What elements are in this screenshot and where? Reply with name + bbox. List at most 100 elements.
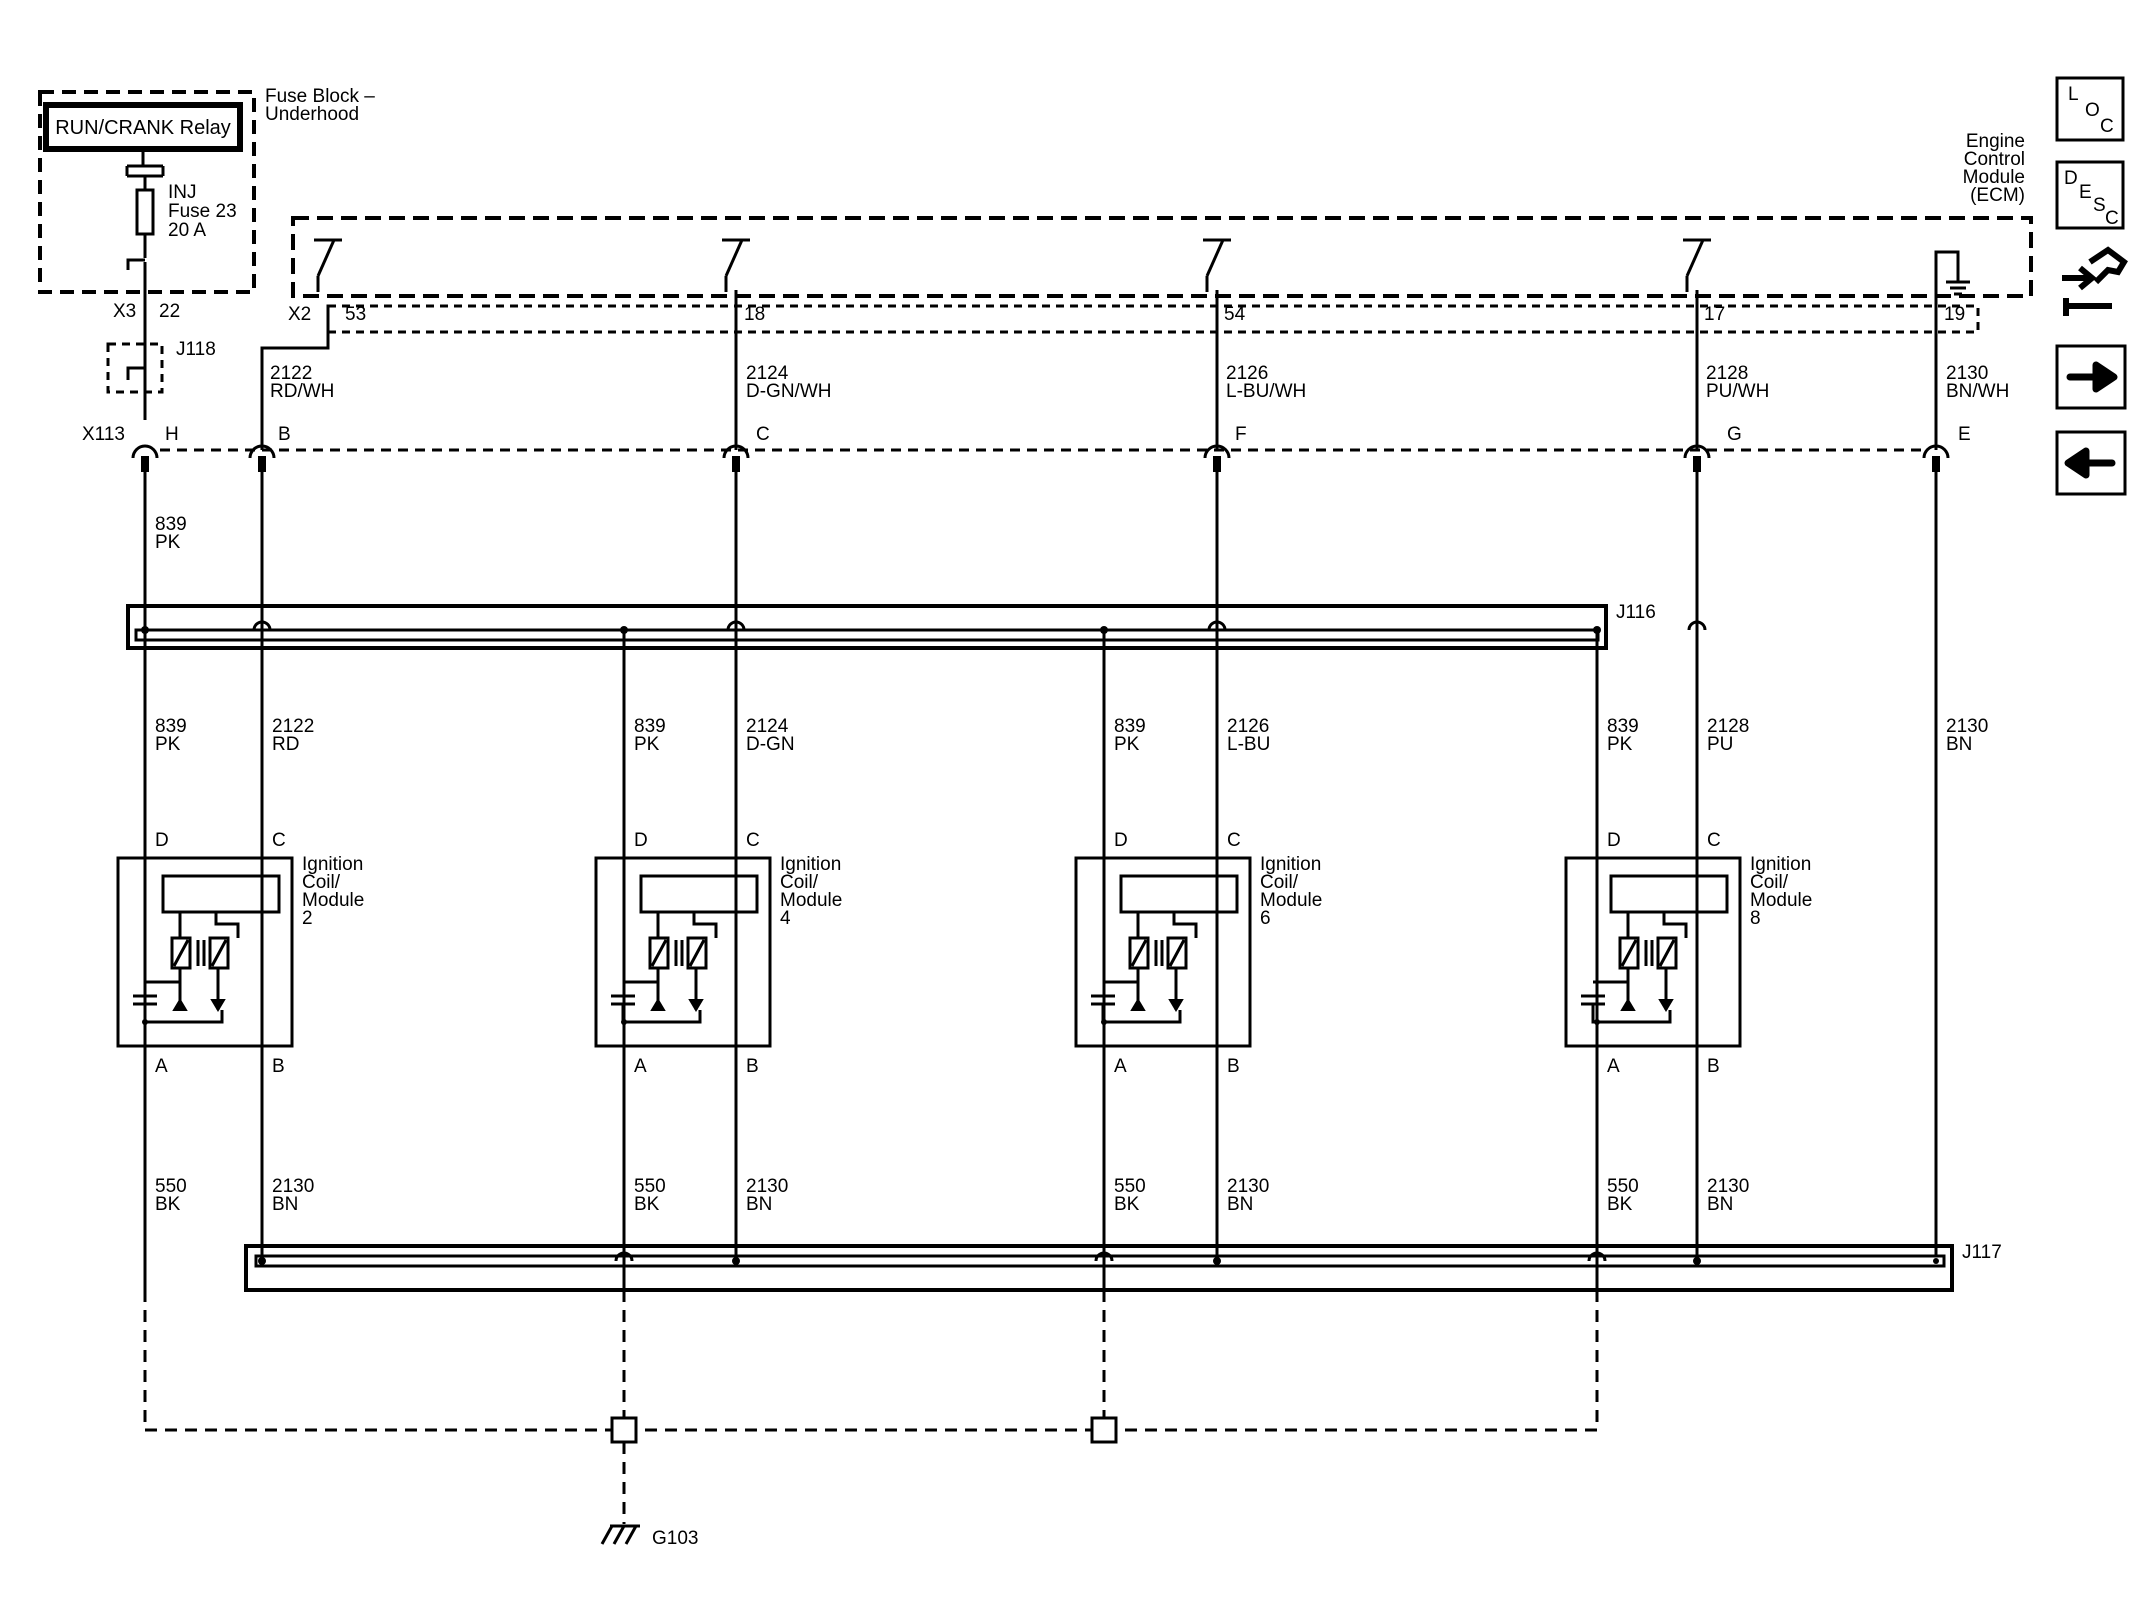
fuse-block: Fuse Block – Underhood RUN/CRANK Relay I… bbox=[38, 86, 375, 420]
splice-box-icon bbox=[610, 1416, 638, 1444]
loc-button[interactable]: L O C bbox=[2055, 76, 2125, 142]
wire-2124-color: D-GN/WH bbox=[746, 381, 831, 402]
wire-550-color: BK bbox=[1114, 1194, 1140, 1215]
diode-icon bbox=[1658, 999, 1674, 1012]
ecm-switch-blade bbox=[724, 239, 744, 277]
wire-signal-color: D-GN bbox=[746, 734, 795, 755]
nav-buttons: L O C D E S C bbox=[2055, 76, 2128, 496]
diode-icon bbox=[1130, 998, 1146, 1011]
coil-label-2: Coil/ bbox=[1750, 872, 1789, 893]
pin-b-label: B bbox=[1227, 1056, 1240, 1077]
ecm-switch-blade bbox=[316, 239, 336, 277]
splice-pack-j116: J116 bbox=[126, 602, 1656, 650]
coil-label-1: Ignition bbox=[780, 854, 841, 875]
diode-icon bbox=[650, 998, 666, 1011]
ground-network bbox=[143, 1290, 1599, 1524]
coil-label-num: 2 bbox=[302, 908, 313, 929]
wire-2130-circuit: 2130 bbox=[1227, 1176, 1269, 1197]
wire-2130-color: BN/WH bbox=[1946, 381, 2009, 402]
wire-signal-color: L-BU bbox=[1227, 734, 1270, 755]
coil-winding-slash bbox=[172, 939, 190, 967]
splice-dot bbox=[620, 626, 628, 634]
wire-2122-circuit: 2122 bbox=[270, 363, 312, 384]
circuit-wires bbox=[260, 290, 1938, 450]
wire-2130-circuit: 2130 bbox=[1946, 363, 1988, 384]
ecm-pin-54: 54 bbox=[1224, 304, 1246, 325]
x113-label: X113 bbox=[82, 424, 125, 445]
junction-dot bbox=[1101, 1019, 1107, 1025]
wire-2126-color: L-BU/WH bbox=[1226, 381, 1306, 402]
desc-letter-d: D bbox=[2064, 168, 2078, 189]
pin-d-label: D bbox=[1114, 830, 1128, 851]
wire-839-circuit: 839 bbox=[634, 716, 666, 737]
previous-page-button[interactable] bbox=[2055, 430, 2127, 496]
coil-housing bbox=[1074, 856, 1252, 1048]
wire-2124-circuit: 2124 bbox=[746, 363, 789, 384]
connector-wrench-icon bbox=[2062, 246, 2128, 316]
wire-crossover bbox=[614, 1251, 634, 1262]
wire-839-color: PK bbox=[155, 734, 181, 755]
connector-pin-icon bbox=[1683, 444, 1711, 459]
run-crank-relay-label: RUN/CRANK Relay bbox=[55, 117, 231, 139]
pin-a-label: A bbox=[1114, 1056, 1127, 1077]
coil-winding-slash bbox=[1168, 939, 1186, 967]
arrow-left-icon bbox=[2064, 447, 2116, 479]
wire-2130-color: BN bbox=[746, 1194, 772, 1215]
pin-a-label: A bbox=[634, 1056, 647, 1077]
ecm-pin-53: 53 bbox=[345, 304, 366, 325]
coil-winding-slash bbox=[1130, 939, 1148, 967]
coil-label-1: Ignition bbox=[302, 854, 363, 875]
desc-button[interactable]: D E S C bbox=[2055, 160, 2125, 230]
connector-terminal bbox=[1213, 456, 1221, 472]
wire-signal-circuit: 2122 bbox=[272, 716, 314, 737]
coil-label-3: Module bbox=[1260, 890, 1322, 911]
diode-icon bbox=[210, 999, 226, 1012]
pin-a-label: A bbox=[155, 1056, 168, 1077]
coil-driver bbox=[161, 874, 281, 914]
pin-b-label: B bbox=[272, 1056, 285, 1077]
x113-pin-h: H bbox=[165, 424, 179, 445]
wire-crossover bbox=[726, 620, 746, 631]
wire-2128-circuit: 2128 bbox=[1706, 363, 1748, 384]
coil-winding-slash bbox=[650, 939, 668, 967]
ecm-switch-blade bbox=[1205, 239, 1225, 277]
diode-icon bbox=[172, 998, 188, 1011]
wire-2130-color: BN bbox=[1227, 1194, 1253, 1215]
wire-839-circuit: 839 bbox=[1607, 716, 1639, 737]
connector-pin-icon bbox=[1203, 444, 1231, 459]
desc-letter-s: S bbox=[2093, 195, 2106, 216]
fuse-block-title-2: Underhood bbox=[265, 104, 359, 125]
desc-letter-e: E bbox=[2079, 182, 2092, 203]
coil-trace bbox=[656, 912, 718, 938]
next-page-button[interactable] bbox=[2055, 344, 2127, 410]
splice-dot bbox=[258, 1257, 266, 1265]
ground-g103-icon bbox=[600, 1524, 640, 1545]
capacitor-icon bbox=[1091, 994, 1182, 1024]
capacitor-icon bbox=[611, 994, 702, 1024]
inline-connector-x113: X113 H B C F G E bbox=[82, 424, 1971, 472]
coil-label-num: 4 bbox=[780, 908, 791, 929]
pin-d-label: D bbox=[1607, 830, 1621, 851]
wire-550-color: BK bbox=[155, 1194, 181, 1215]
wire-2130-mid-circuit: 2130 bbox=[1946, 716, 1988, 737]
wire-839-circuit: 839 bbox=[155, 716, 187, 737]
connector-pin-icon bbox=[131, 444, 159, 459]
junction-dot bbox=[621, 1019, 627, 1025]
coil-label-num: 8 bbox=[1750, 908, 1761, 929]
coil-label-2: Coil/ bbox=[1260, 872, 1299, 893]
coil-label-3: Module bbox=[1750, 890, 1812, 911]
ecm-wire-labels: 2122 RD/WH 2124 D-GN/WH 2126 L-BU/WH 212… bbox=[270, 363, 2009, 402]
ecm-ground-icon bbox=[1934, 250, 1970, 302]
splice-dot bbox=[732, 1257, 740, 1265]
x3-pin-label: 22 bbox=[159, 301, 180, 322]
connector-wrench-button[interactable] bbox=[2062, 246, 2128, 316]
x113-pin-g: G bbox=[1727, 424, 1742, 445]
wire-2128-color: PU/WH bbox=[1706, 381, 1769, 402]
ecm-title-2: Control bbox=[1964, 149, 2025, 170]
coil-trace bbox=[178, 912, 240, 938]
connector-pin-icon bbox=[1922, 444, 1950, 459]
